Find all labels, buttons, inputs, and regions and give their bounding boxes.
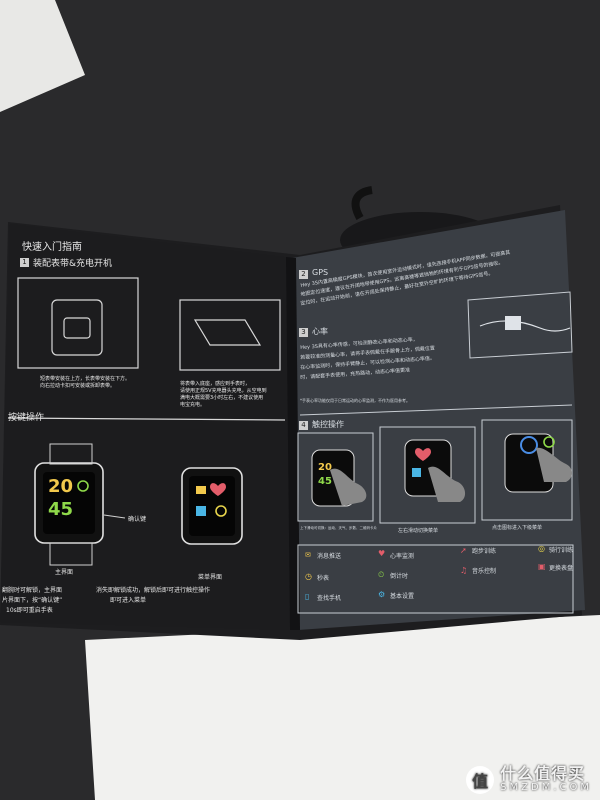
touch-caption-3: 点击图标进入下级菜单 — [492, 525, 543, 531]
touch-caption-1: 上下滑动可切换：运动、天气、步数、二维码卡片 — [300, 526, 377, 530]
settings-icon: ⚙ — [378, 590, 386, 599]
legend-message: 消息推送 — [317, 553, 342, 560]
menu-watch-illustration — [181, 467, 243, 545]
strap-box — [17, 277, 139, 369]
section1-badge: 1 — [20, 258, 29, 267]
watch-outline-1 — [51, 299, 103, 356]
white-paper-corner — [0, 0, 85, 112]
legend-bike: 骑行训练 — [549, 547, 574, 554]
legend-music: 音乐控制 — [472, 568, 497, 575]
run-icon: ➚ — [460, 546, 467, 555]
strap-caption-2: 向右拉动卡扣可安装或拆卸表带。 — [40, 383, 116, 389]
heart-icon: ♥ — [378, 549, 386, 558]
touch-watches — [311, 433, 572, 507]
legend-watchface: 更换表盘 — [549, 565, 574, 572]
charge-caption-3: 满电大概需要3小时左右，不建议使用 — [180, 395, 264, 401]
footer-right-1: 消失即解锁成功，解锁后即可进行触控操作 — [96, 587, 211, 594]
hr-title: 心率 — [312, 327, 328, 336]
touch-watch-minute: 45 — [318, 476, 332, 487]
section2-title: 按键操作 — [8, 413, 45, 423]
legend-phone: 查找手机 — [317, 595, 342, 602]
legend-run: 跑步训练 — [472, 548, 497, 555]
hr-note: *手表心率功能仅用于日常运动的心率监测，不作为医用参考。 — [300, 398, 410, 403]
legend-stopwatch: 秒表 — [317, 575, 330, 582]
legend-heart: 心率监测 — [390, 553, 415, 560]
watch-hour: 20 — [48, 476, 74, 497]
watermark-cn: 什么值得买 — [500, 764, 586, 784]
footer-line-2: 片界面下，按“确认键” — [2, 597, 63, 604]
phone-icon: ▯ — [305, 592, 310, 601]
watermark-en: SMZDM.COM — [500, 782, 592, 794]
stopwatch-icon: ◷ — [305, 572, 312, 581]
strap-caption-1: 短表带安装在上方，长表带安装在下方。 — [40, 376, 131, 382]
gps-title: GPS — [312, 268, 329, 277]
touch-caption-2: 左右滑动切换菜单 — [398, 528, 439, 534]
white-paper-bottom — [85, 615, 600, 800]
touch-title: 触控操作 — [312, 420, 344, 429]
bike-icon: ◎ — [538, 544, 545, 553]
touch-badge: 4 — [299, 421, 308, 430]
left-page — [0, 224, 298, 630]
watchface-icon: ▣ — [538, 562, 546, 571]
music-icon: ♫ — [460, 566, 468, 575]
legend-timer: 倒计时 — [390, 573, 409, 580]
confirm-key-label: 确认键 — [128, 516, 147, 523]
main-watch-illustration — [34, 443, 126, 566]
message-icon: ✉ — [305, 551, 311, 559]
cable — [351, 186, 373, 220]
site-watermark: 值 什么值得买 SMZDM.COM — [466, 766, 592, 794]
guide-title: 快速入门指南 — [22, 242, 82, 253]
main-screen-label: 主界面 — [55, 569, 74, 576]
charge-caption-2: 请使用正规5V充电器头充电，从空电到 — [180, 388, 267, 394]
right-page — [292, 210, 585, 630]
footer-line-3: 10s即可重启手表 — [6, 607, 53, 614]
charge-caption-4: 电宝充电。 — [180, 402, 206, 408]
section1-title: 装配表带&充电开机 — [33, 259, 113, 269]
legend-settings: 基本设置 — [390, 593, 415, 600]
footer-right-2: 即可进入菜单 — [110, 597, 147, 604]
watch-minute: 45 — [48, 499, 74, 520]
charge-caption-1: 将表带入底座，感应到手表时， — [180, 381, 251, 387]
watermark-logo: 值 — [466, 766, 495, 794]
gps-badge: 2 — [299, 270, 308, 279]
footer-line-1: 翻腕时可解锁，主界面 — [2, 587, 63, 594]
hr-badge: 3 — [299, 328, 308, 337]
menu-screen-label: 菜单界面 — [198, 574, 223, 581]
timer-icon: ⏲ — [378, 570, 385, 579]
touch-watch-hour: 20 — [318, 462, 332, 473]
